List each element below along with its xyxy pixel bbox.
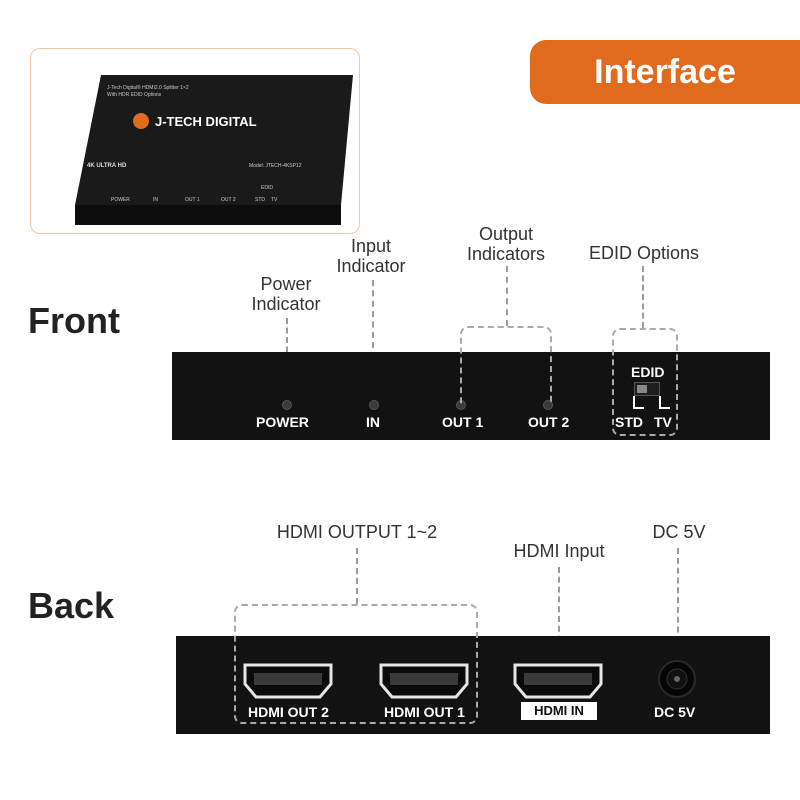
interface-badge: Interface bbox=[530, 40, 800, 104]
panel-tv-label: TV bbox=[654, 414, 672, 430]
thumb-label: OUT 1 bbox=[185, 197, 200, 203]
back-panel: HDMI OUT 2 HDMI OUT 1 HDMI IN DC 5V bbox=[176, 636, 770, 734]
edid-switch[interactable] bbox=[634, 382, 660, 396]
back-in-label: HDMI IN bbox=[521, 702, 597, 720]
edid-options-group bbox=[612, 328, 678, 436]
leader-hdmi-input bbox=[558, 567, 560, 671]
thumb-4k: 4K ULTRA HD bbox=[87, 163, 127, 169]
edid-switch-knob bbox=[637, 385, 647, 393]
device-top bbox=[75, 75, 353, 205]
product-thumbnail: J-TECH DIGITAL J-Tech Digital® HDMI2.0 S… bbox=[75, 75, 353, 225]
hdmi-in-port bbox=[513, 663, 603, 699]
panel-edid-label: EDID bbox=[631, 364, 665, 380]
thumb-label: POWER bbox=[111, 197, 130, 203]
power-led bbox=[282, 400, 292, 410]
callout-input-indicator: Input Indicator bbox=[336, 236, 406, 276]
thumb-label: TV bbox=[271, 197, 278, 203]
callout-edid-options: EDID Options bbox=[588, 243, 700, 263]
back-title: Back bbox=[28, 585, 115, 626]
front-panel: POWER IN OUT 1 OUT 2 EDID STD TV bbox=[172, 352, 770, 440]
brand-logo-icon bbox=[133, 113, 149, 129]
thumb-label: EDID bbox=[261, 185, 273, 191]
leader-hdmi-output bbox=[356, 548, 358, 604]
panel-power-label: POWER bbox=[256, 414, 309, 430]
callout-hdmi-input: HDMI Input bbox=[513, 541, 605, 561]
back-out1-label: HDMI OUT 1 bbox=[384, 704, 465, 720]
thumb-brand: J-TECH DIGITAL bbox=[155, 114, 257, 129]
thumb-line2: With HDR EDID Options bbox=[107, 92, 162, 98]
panel-out2-label: OUT 2 bbox=[528, 414, 570, 430]
panel-out1-label: OUT 1 bbox=[442, 414, 484, 430]
callout-power-indicator: Power Indicator bbox=[251, 274, 321, 314]
edid-bracket-lines bbox=[633, 396, 670, 409]
front-title: Front bbox=[28, 300, 120, 341]
leader-input bbox=[372, 280, 374, 400]
callout-hdmi-output: HDMI OUTPUT 1~2 bbox=[276, 522, 438, 542]
input-led bbox=[369, 400, 379, 410]
panel-in-label: IN bbox=[366, 414, 380, 430]
callout-dc-5v: DC 5V bbox=[652, 522, 706, 542]
hdmi-out2-port bbox=[243, 663, 333, 699]
hdmi-output-group bbox=[234, 604, 478, 724]
product-thumbnail-card: J-TECH DIGITAL J-Tech Digital® HDMI2.0 S… bbox=[30, 48, 360, 234]
leader-output bbox=[506, 266, 508, 326]
leader-edid bbox=[642, 266, 644, 328]
back-out2-label: HDMI OUT 2 bbox=[248, 704, 329, 720]
thumb-model: Model: JTECH-4KSP12 bbox=[249, 163, 302, 169]
dc-power-jack bbox=[658, 660, 696, 698]
callout-output-indicators: Output Indicators bbox=[466, 224, 546, 264]
output-indicators-group bbox=[460, 326, 552, 404]
hdmi-out1-port bbox=[379, 663, 469, 699]
thumb-line1: J-Tech Digital® HDMI2.0 Splitter 1×2 bbox=[107, 84, 189, 91]
panel-std-label: STD bbox=[615, 414, 643, 430]
thumb-label: OUT 2 bbox=[221, 197, 236, 203]
device-front bbox=[75, 205, 341, 225]
thumb-label: STD bbox=[255, 197, 265, 203]
thumb-label: IN bbox=[153, 197, 158, 203]
leader-dc bbox=[677, 548, 679, 662]
back-dc-label: DC 5V bbox=[654, 704, 696, 720]
